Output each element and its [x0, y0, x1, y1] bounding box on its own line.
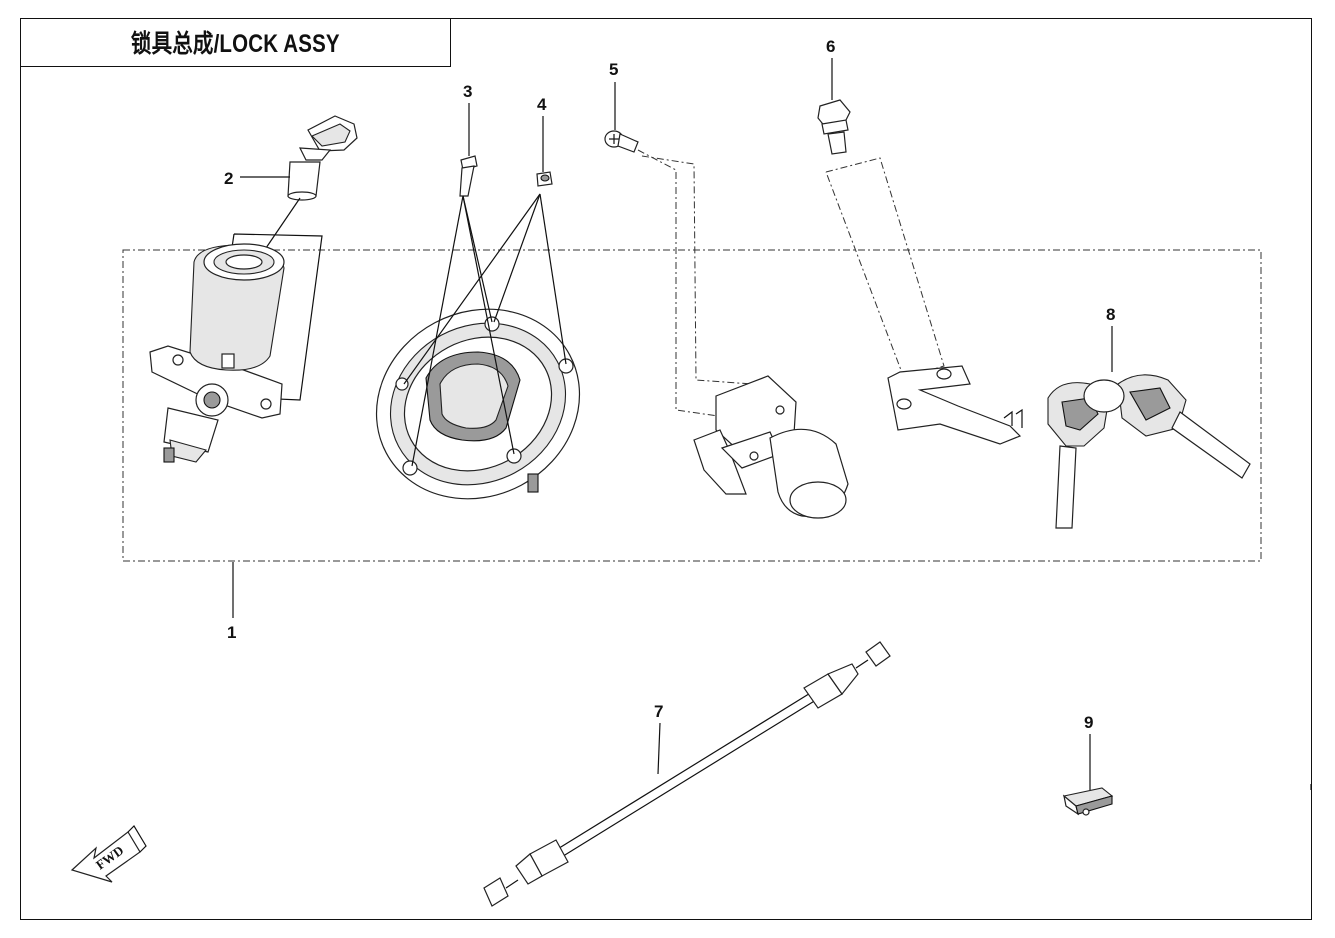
part-7-cable: [483, 641, 891, 907]
part-3-screw: [459, 155, 478, 197]
callout-5: 5: [609, 60, 618, 79]
part-9-clip: [1062, 787, 1114, 816]
part-4-nut: [536, 171, 553, 187]
callout-4: 4: [537, 95, 547, 114]
lock-bracket-clamp: [693, 375, 849, 519]
part-2-bolt: [287, 115, 358, 201]
callout-3: 3: [463, 82, 472, 101]
callout-7: 7: [654, 702, 663, 721]
part-6-bolt: [817, 99, 851, 155]
title-block: 锁具总成/LOCK ASSY: [20, 18, 451, 67]
dash-leader-5b: [641, 155, 753, 385]
dash-leader-6: [825, 157, 945, 379]
diagram-title: 锁具总成/LOCK ASSY: [130, 30, 340, 58]
fan-leaders-3-4: [403, 193, 567, 467]
fuel-tank-cap: [375, 308, 581, 500]
callout-8: 8: [1106, 305, 1115, 324]
ignition-switch: [149, 197, 323, 463]
drawing-frame: [20, 18, 1312, 920]
dash-leader-5a: [637, 149, 719, 417]
callout-6: 6: [826, 37, 835, 56]
leader-7: [657, 722, 661, 775]
part-8-keys: [1047, 374, 1251, 529]
mounting-bracket: [887, 365, 1023, 445]
assembly-boundary: [122, 249, 1262, 562]
callout-1: 1: [227, 623, 236, 642]
part-5-screw: [604, 130, 639, 153]
callout-9: 9: [1084, 713, 1093, 732]
callout-2: 2: [224, 169, 233, 188]
forward-direction-arrow: FWD: [70, 825, 147, 883]
